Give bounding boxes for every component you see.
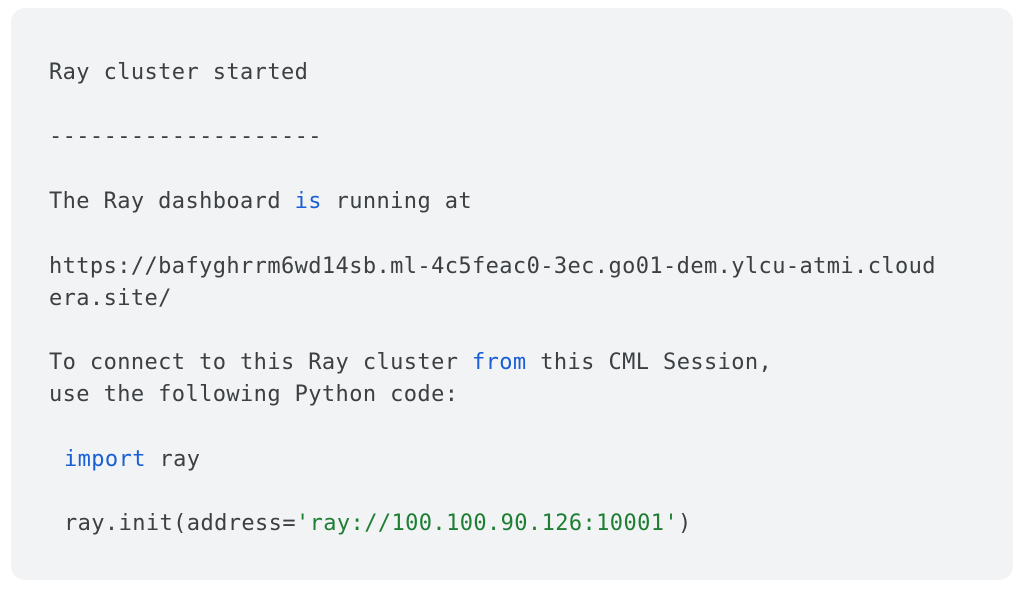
connect-line-2: use the following Python code: — [49, 382, 459, 407]
connect-text-before: To connect to this Ray cluster — [49, 350, 472, 375]
keyword-import: import — [64, 447, 146, 472]
separator-line: -------------------- — [49, 124, 322, 149]
cluster-started-line: Ray cluster started — [49, 60, 309, 85]
dashboard-text-before: The Ray dashboard — [49, 189, 295, 214]
connect-text-after: this CML Session, — [526, 350, 773, 375]
dashboard-url-line-1[interactable]: https://bafyghrrm6wd14sb.ml-4c5feac0-3ec… — [49, 254, 936, 279]
import-line: import ray — [64, 444, 200, 476]
init-close-paren: ) — [678, 511, 692, 536]
output-panel — [11, 8, 1013, 580]
dashboard-text-after: running at — [321, 189, 473, 214]
connect-line: To connect to this Ray cluster from this… — [49, 347, 772, 379]
init-call: ray.init(address= — [64, 511, 296, 536]
keyword-is: is — [294, 189, 322, 214]
init-line: ray.init(address='ray://100.100.90.126:1… — [64, 508, 692, 540]
dashboard-line: The Ray dashboard is running at — [49, 186, 472, 218]
import-module: ray — [145, 447, 201, 472]
keyword-from: from — [472, 350, 527, 375]
init-address-string: 'ray://100.100.90.126:10001' — [295, 511, 679, 536]
dashboard-url-line-2[interactable]: era.site/ — [49, 286, 172, 311]
